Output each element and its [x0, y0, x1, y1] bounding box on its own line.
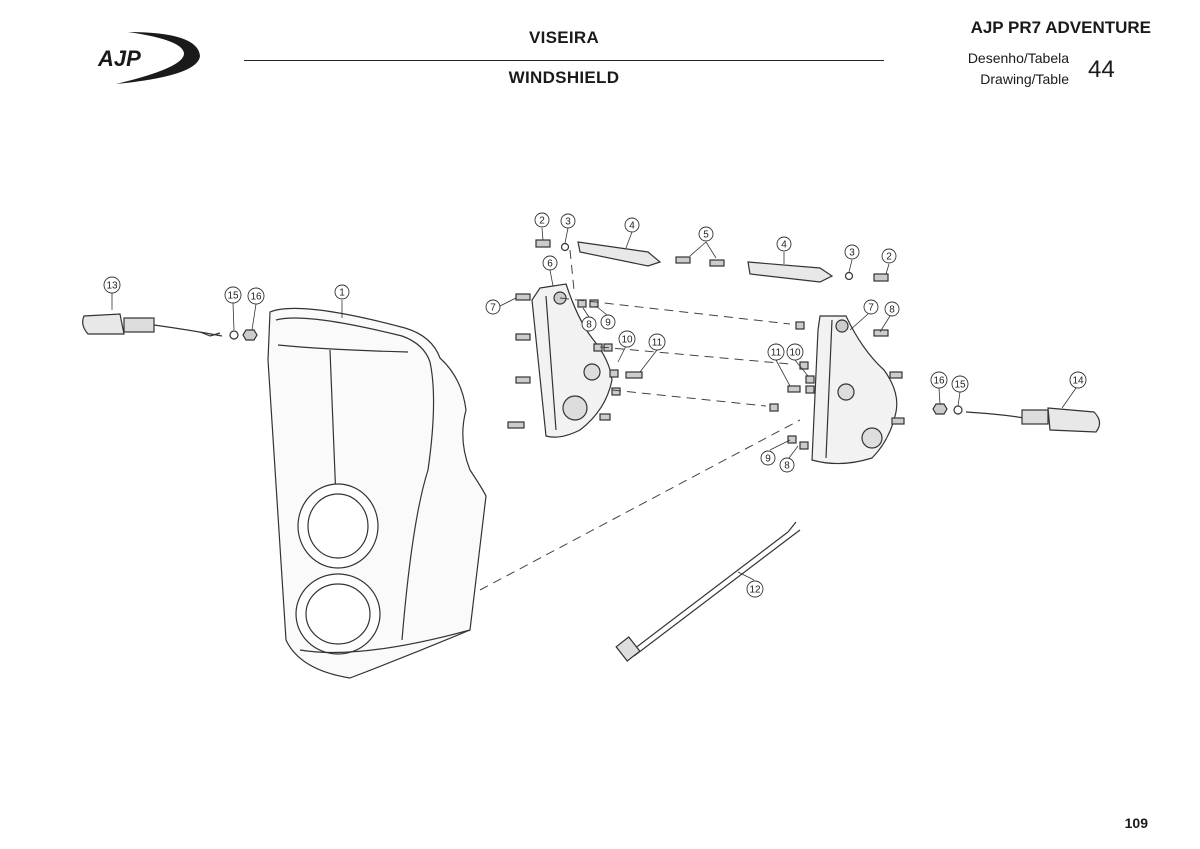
spacer-4-left	[577, 241, 662, 267]
callout-16-right: 16	[930, 371, 948, 389]
callout-15-left: 15	[224, 286, 242, 304]
turn-signal-right	[932, 403, 1101, 433]
bracket-right	[811, 315, 898, 465]
svg-text:8: 8	[586, 320, 592, 331]
turn-signal-left	[82, 313, 223, 337]
svg-text:1: 1	[339, 288, 345, 299]
callout-2-left: 2	[534, 212, 550, 228]
washer-15-left	[229, 330, 239, 340]
callout-10-right: 10	[786, 343, 804, 361]
callout-10-left: 10	[618, 330, 636, 348]
svg-text:11: 11	[652, 338, 663, 349]
svg-text:7: 7	[490, 303, 496, 314]
callout-9-left: 9	[600, 314, 616, 330]
drawing-label-en: Drawing/Table	[980, 71, 1069, 87]
svg-text:9: 9	[765, 454, 771, 465]
callout-leaders	[111, 227, 1077, 581]
svg-text:4: 4	[629, 221, 635, 232]
callout-5: 5	[698, 226, 714, 242]
callout-1: 1	[334, 284, 350, 300]
page-title-pt: VISEIRA	[528, 28, 600, 47]
windshield-panel	[267, 307, 487, 679]
svg-text:6: 6	[547, 259, 553, 270]
svg-text:16: 16	[250, 292, 262, 303]
callout-8-bottom: 8	[779, 457, 795, 473]
callout-15-right: 15	[951, 375, 969, 393]
svg-text:3: 3	[565, 217, 571, 228]
svg-text:9: 9	[605, 318, 611, 329]
assembly-dashed-lines	[479, 249, 801, 591]
ajp-logo: AJP	[97, 32, 200, 84]
svg-text:7: 7	[868, 303, 874, 314]
svg-text:2: 2	[539, 216, 545, 227]
callout-8-left: 8	[581, 316, 597, 332]
logo-text: AJP	[97, 46, 141, 71]
callout-11-right: 11	[767, 343, 785, 361]
svg-text:13: 13	[106, 281, 118, 292]
callout-4-left: 4	[624, 217, 640, 233]
svg-text:2: 2	[886, 252, 892, 263]
svg-text:11: 11	[771, 348, 782, 359]
callout-16-left: 16	[247, 287, 265, 305]
model-name: AJP PR7 ADVENTURE	[970, 18, 1151, 37]
hardware-small-parts	[507, 239, 905, 450]
bracket-left	[531, 283, 613, 438]
page-title-en: WINDSHIELD	[508, 68, 620, 87]
nut-16-left	[242, 329, 258, 341]
svg-text:3: 3	[849, 248, 855, 259]
svg-text:14: 14	[1072, 376, 1084, 387]
svg-text:4: 4	[781, 240, 787, 251]
callout-11-left: 11	[648, 333, 666, 351]
callout-8-right: 8	[884, 301, 900, 317]
svg-text:16: 16	[933, 376, 945, 387]
svg-text:10: 10	[621, 335, 633, 346]
callout-13: 13	[103, 276, 121, 294]
wiring-harness	[615, 521, 801, 662]
svg-text:8: 8	[784, 461, 790, 472]
svg-text:8: 8	[889, 305, 895, 316]
callout-6: 6	[542, 255, 558, 271]
drawing-label-pt: Desenho/Tabela	[967, 50, 1069, 66]
callout-3-left: 3	[560, 213, 576, 229]
svg-text:15: 15	[954, 380, 966, 391]
svg-text:10: 10	[789, 348, 801, 359]
title-divider	[244, 60, 884, 61]
callout-4-right: 4	[776, 236, 792, 252]
drawing-number: 44	[1088, 56, 1115, 83]
svg-text:12: 12	[749, 585, 761, 596]
callout-12: 12	[746, 580, 764, 598]
callout-9-right: 9	[760, 450, 776, 466]
svg-text:15: 15	[227, 291, 239, 302]
callout-7-right: 7	[863, 299, 879, 315]
callout-14: 14	[1069, 371, 1087, 389]
callout-2-right: 2	[881, 248, 897, 264]
callout-7-left: 7	[485, 299, 501, 315]
spacer-4-right	[747, 261, 834, 283]
page-number: 109	[1124, 815, 1148, 831]
svg-text:5: 5	[703, 230, 709, 241]
callout-3-right: 3	[844, 244, 860, 260]
